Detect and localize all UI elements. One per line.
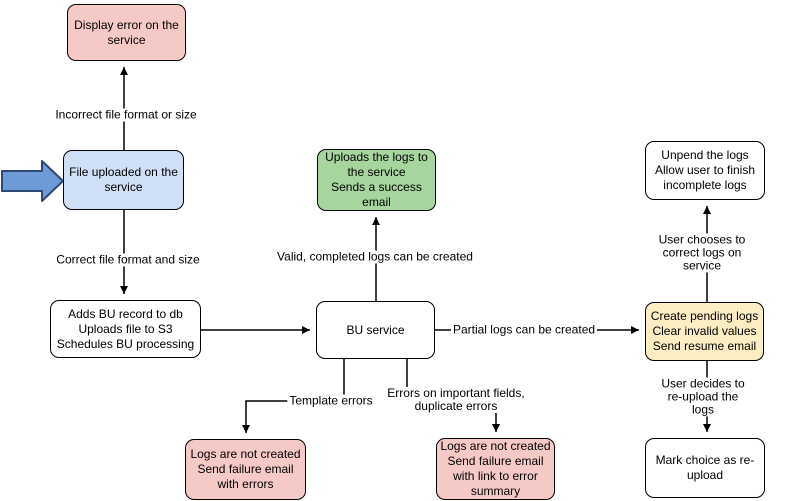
node-uploads-logs-success: Uploads the logs to the service Sends a … xyxy=(317,149,436,211)
entry-arrow-icon xyxy=(1,160,64,202)
node-display-error: Display error on the service xyxy=(67,4,186,61)
node-create-pending-logs: Create pending logs Clear invalid values… xyxy=(645,302,764,361)
edge-label-template-errors: Template errors xyxy=(287,393,375,408)
edge-label-valid-completed-logs: Valid, completed logs can be created xyxy=(275,249,475,264)
node-logs-not-created-summary: Logs are not created Send failure email … xyxy=(436,438,555,500)
edge-label-important-field-errors: Errors on important fields, duplicate er… xyxy=(385,386,527,413)
node-bu-service: BU service xyxy=(316,301,435,359)
edge-label-user-reuploads: User decides to re-upload the logs xyxy=(654,377,752,417)
edge-label-incorrect-file-format: Incorrect file format or size xyxy=(53,107,199,122)
node-logs-not-created-errors: Logs are not created Send failure email … xyxy=(185,439,306,500)
node-file-uploaded: File uploaded on the service xyxy=(63,150,184,210)
edge-label-correct-file-format: Correct file format and size xyxy=(54,252,202,267)
node-unpend-logs: Unpend the logs Allow user to finish inc… xyxy=(645,141,765,200)
node-adds-bu-record: Adds BU record to db Uploads file to S3 … xyxy=(50,300,201,358)
node-mark-reupload: Mark choice as re- upload xyxy=(645,438,765,498)
edge-label-user-corrects: User chooses to correct logs on service xyxy=(652,233,752,273)
edge-label-partial-logs: Partial logs can be created xyxy=(450,322,598,337)
